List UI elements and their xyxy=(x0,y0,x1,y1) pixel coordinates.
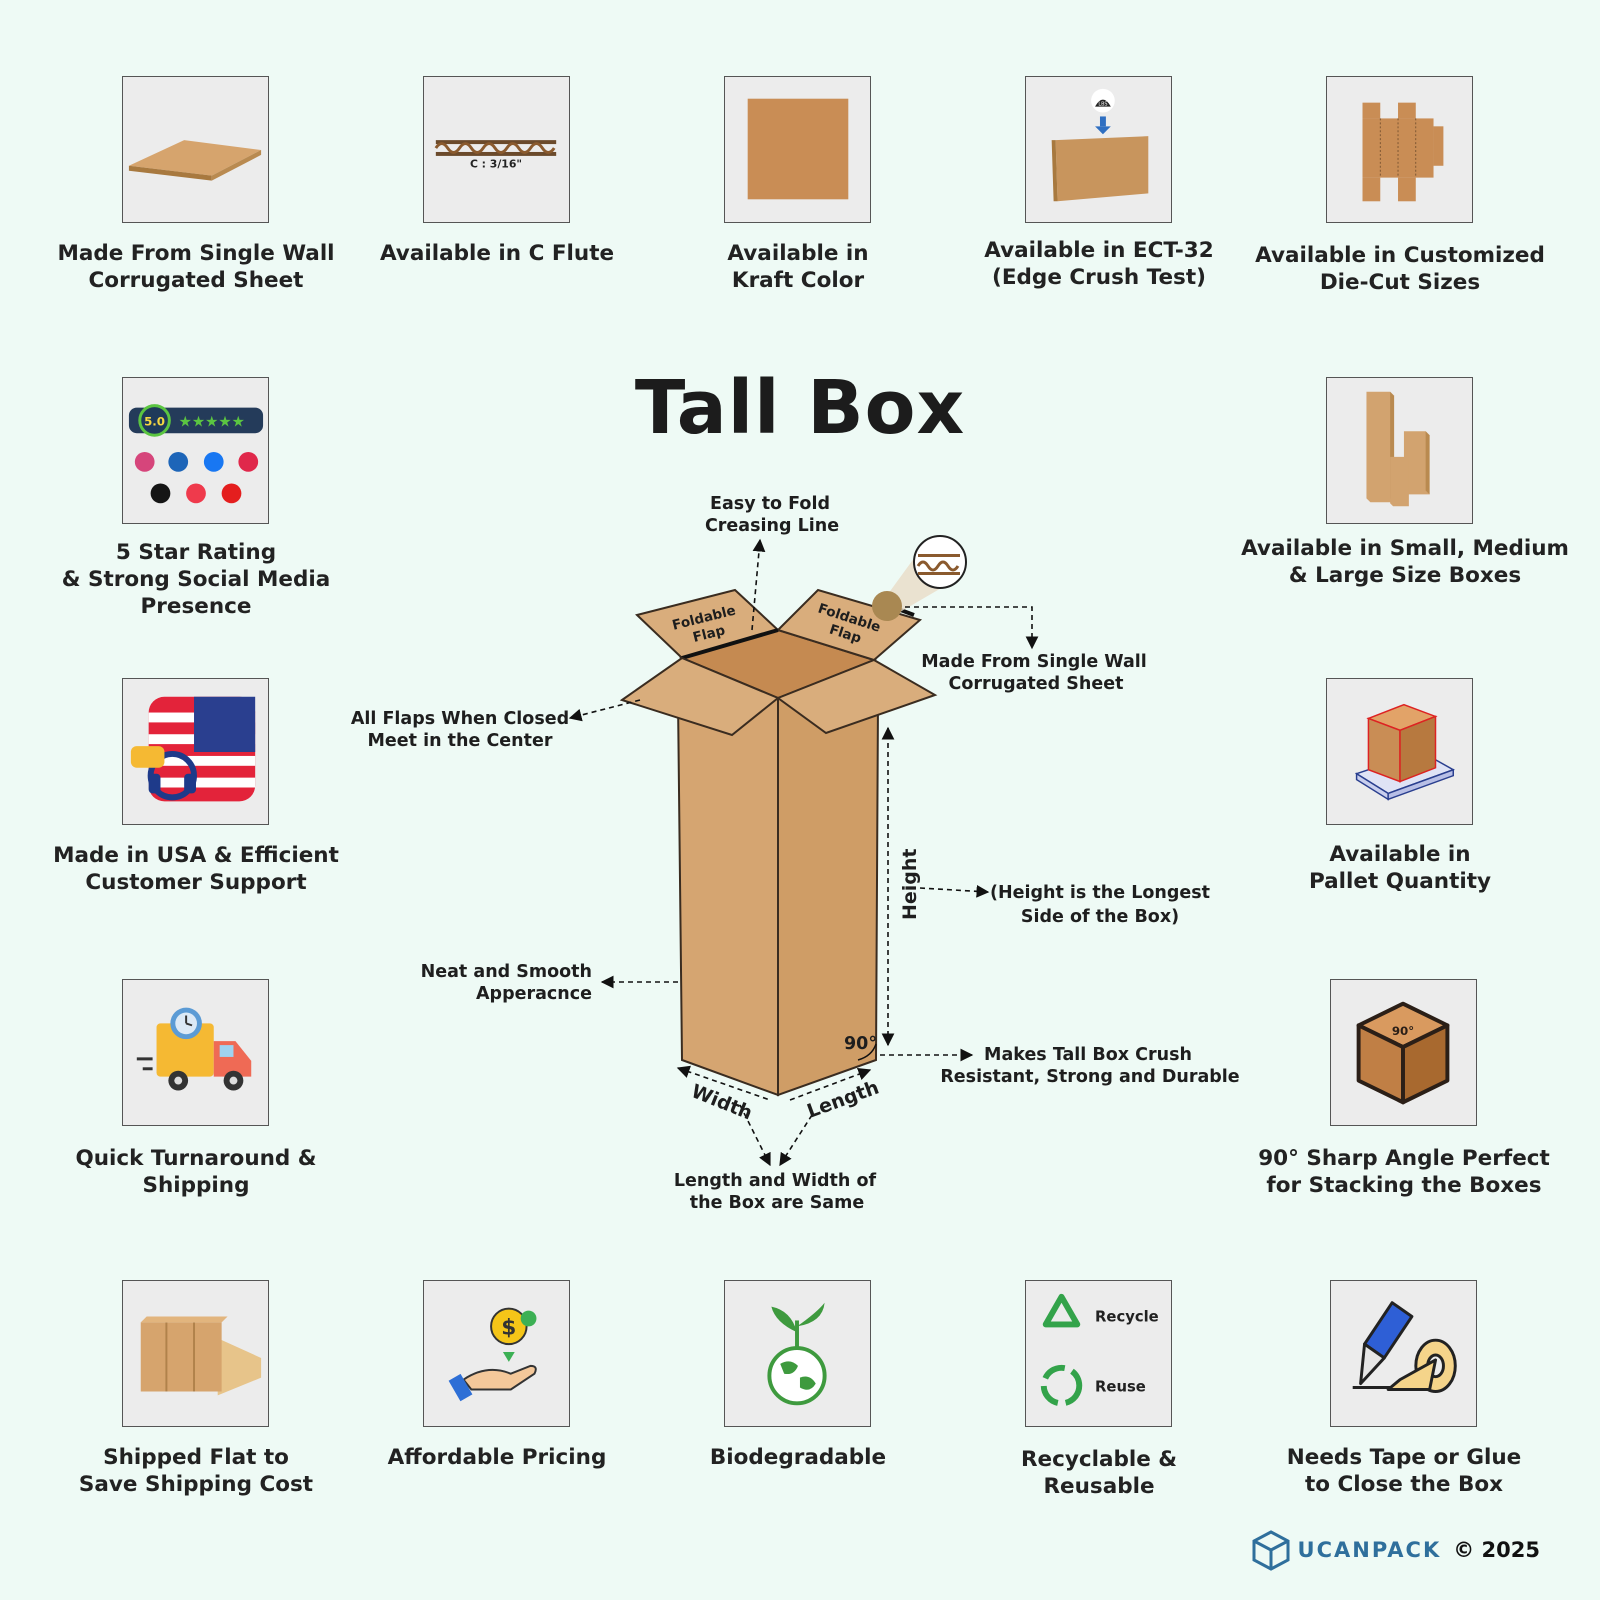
c-flute-caption: Available in C Flute xyxy=(379,241,615,266)
crease-label-1: Easy to Fold xyxy=(710,494,830,514)
sizes-caption: Available in Small, Medium & Large Size … xyxy=(1241,536,1569,588)
svg-text:LBS: LBS xyxy=(1098,102,1107,108)
tape-caption: Needs Tape or Glue to Close the Box xyxy=(1286,1445,1522,1497)
rating-tile: 5.0 ★★★★★ xyxy=(122,377,269,524)
recycle-reuse-icon: Recycle Reuse xyxy=(1040,1293,1159,1407)
die-cut-caption: Available in Customized Die-Cut Sizes xyxy=(1255,243,1545,295)
angle-label: 90° xyxy=(1392,1024,1414,1038)
sheet-label-1: Made From Single Wall xyxy=(921,652,1147,672)
die-cut-icon xyxy=(1362,102,1444,202)
kraft-color-tile xyxy=(724,76,871,223)
yelp-icon xyxy=(186,483,206,504)
pallet-tile xyxy=(1326,678,1473,825)
tall-boxes-sizes-icon xyxy=(1366,391,1430,507)
length-label: Length xyxy=(804,1076,882,1122)
box-left-face xyxy=(676,696,779,1097)
pinterest-icon xyxy=(238,451,259,472)
center-label-1: All Flaps When Closed xyxy=(351,709,569,729)
biodegradable-tile xyxy=(724,1280,871,1427)
sheet-label-2: Corrugated Sheet xyxy=(949,674,1124,694)
flat-tile xyxy=(122,1280,269,1427)
flat-boxes-icon xyxy=(140,1316,262,1396)
pallet-caption: Available in Pallet Quantity xyxy=(1308,842,1492,894)
die-cut-tile xyxy=(1326,76,1473,223)
pricing-tile: $ xyxy=(423,1280,570,1427)
neat-label-1: Neat and Smooth xyxy=(421,962,592,982)
page-title: Tall Box xyxy=(634,365,966,451)
earth-sprout-icon xyxy=(767,1302,827,1406)
angle-caption: 90° Sharp Angle Perfect for Stacking the… xyxy=(1258,1146,1550,1198)
single-wall-caption: Made From Single Wall Corrugated Sheet xyxy=(57,241,335,293)
tape-glue-tile xyxy=(1330,1280,1477,1427)
copyright: © 2025 xyxy=(1453,1538,1540,1562)
shipping-caption: Quick Turnaround & Shipping xyxy=(75,1146,317,1198)
kraft-caption: Available in Kraft Color xyxy=(727,241,869,293)
neat-label-2: Apperacnce xyxy=(476,984,592,1004)
flat-caption: Shipped Flat to Save Shipping Cost xyxy=(78,1445,314,1497)
corner-angle-label: 90° xyxy=(844,1034,877,1054)
recycle-label: Recycle xyxy=(1095,1308,1159,1325)
pallet-box-icon xyxy=(1354,703,1456,801)
star-icons: ★★★★★ xyxy=(179,413,245,430)
pricing-hand-icon: $ xyxy=(448,1307,537,1402)
c-flute-icon: C : 3/16" xyxy=(434,140,557,171)
instagram-icon xyxy=(134,451,155,472)
same-label-1: Length and Width of xyxy=(674,1171,877,1191)
pricing-caption: Affordable Pricing xyxy=(387,1445,607,1470)
magnifier-point xyxy=(872,591,902,621)
height-label: Height xyxy=(899,848,921,920)
crease-label-2: Creasing Line xyxy=(705,516,839,536)
height-note-2: Side of the Box) xyxy=(1021,907,1179,927)
delivery-truck-icon xyxy=(136,1007,252,1091)
sizes-tile xyxy=(1326,377,1473,524)
dollar-icon: $ xyxy=(501,1315,516,1340)
ect-caption: Available in ECT-32 (Edge Crush Test) xyxy=(984,238,1214,290)
youtube-icon xyxy=(221,483,242,504)
rating-social-icon: 5.0 ★★★★★ xyxy=(128,404,264,504)
kraft-swatch-icon xyxy=(747,98,849,200)
brand-name: UCANPACK xyxy=(1297,1538,1442,1562)
same-label-2: the Box are Same xyxy=(690,1193,865,1213)
single-wall-sheet-tile xyxy=(122,76,269,223)
edge-crush-icon: LBS xyxy=(1051,88,1149,202)
usa-caption: Made in USA & Efficient Customer Support xyxy=(53,843,339,895)
brand-footer: UCANPACK © 2025 xyxy=(1250,1530,1540,1571)
biodegradable-caption: Biodegradable xyxy=(709,1445,887,1470)
crush-label-2: Resistant, Strong and Durable xyxy=(940,1067,1239,1087)
width-label: Width xyxy=(688,1080,755,1124)
cube-90-angle-icon: 90° xyxy=(1356,1001,1450,1105)
c-flute-tile: C : 3/16" xyxy=(423,76,570,223)
x-icon xyxy=(150,483,171,504)
reuse-label: Reuse xyxy=(1095,1378,1146,1395)
recycle-tile: Recycle Reuse xyxy=(1025,1280,1172,1427)
ucanpack-logo-icon xyxy=(1252,1530,1290,1571)
center-label-2: Meet in the Center xyxy=(368,731,553,751)
rating-caption: 5 Star Rating & Strong Social Media Pres… xyxy=(61,540,331,619)
back-right-flap xyxy=(776,588,923,662)
ect-tile: LBS xyxy=(1025,76,1172,223)
shipping-tile xyxy=(122,979,269,1126)
c-flute-size-label: C : 3/16" xyxy=(470,158,522,171)
corrugated-sheet-icon xyxy=(128,140,262,181)
angle-tile: 90° xyxy=(1330,979,1477,1126)
usa-support-tile xyxy=(122,678,269,825)
front-right-flap xyxy=(775,658,938,735)
flap-label-left-2: Flap xyxy=(691,622,727,645)
linkedin-icon xyxy=(168,451,189,472)
usa-flag-support-icon xyxy=(130,696,256,802)
tape-glue-icon xyxy=(1352,1301,1457,1393)
crush-label-1: Makes Tall Box Crush xyxy=(984,1045,1192,1065)
recycle-caption: Recyclable & Reusable xyxy=(1020,1447,1178,1499)
facebook-icon xyxy=(203,451,224,472)
rating-value: 5.0 xyxy=(144,414,165,428)
height-note-1: (Height is the Longest xyxy=(990,883,1210,903)
